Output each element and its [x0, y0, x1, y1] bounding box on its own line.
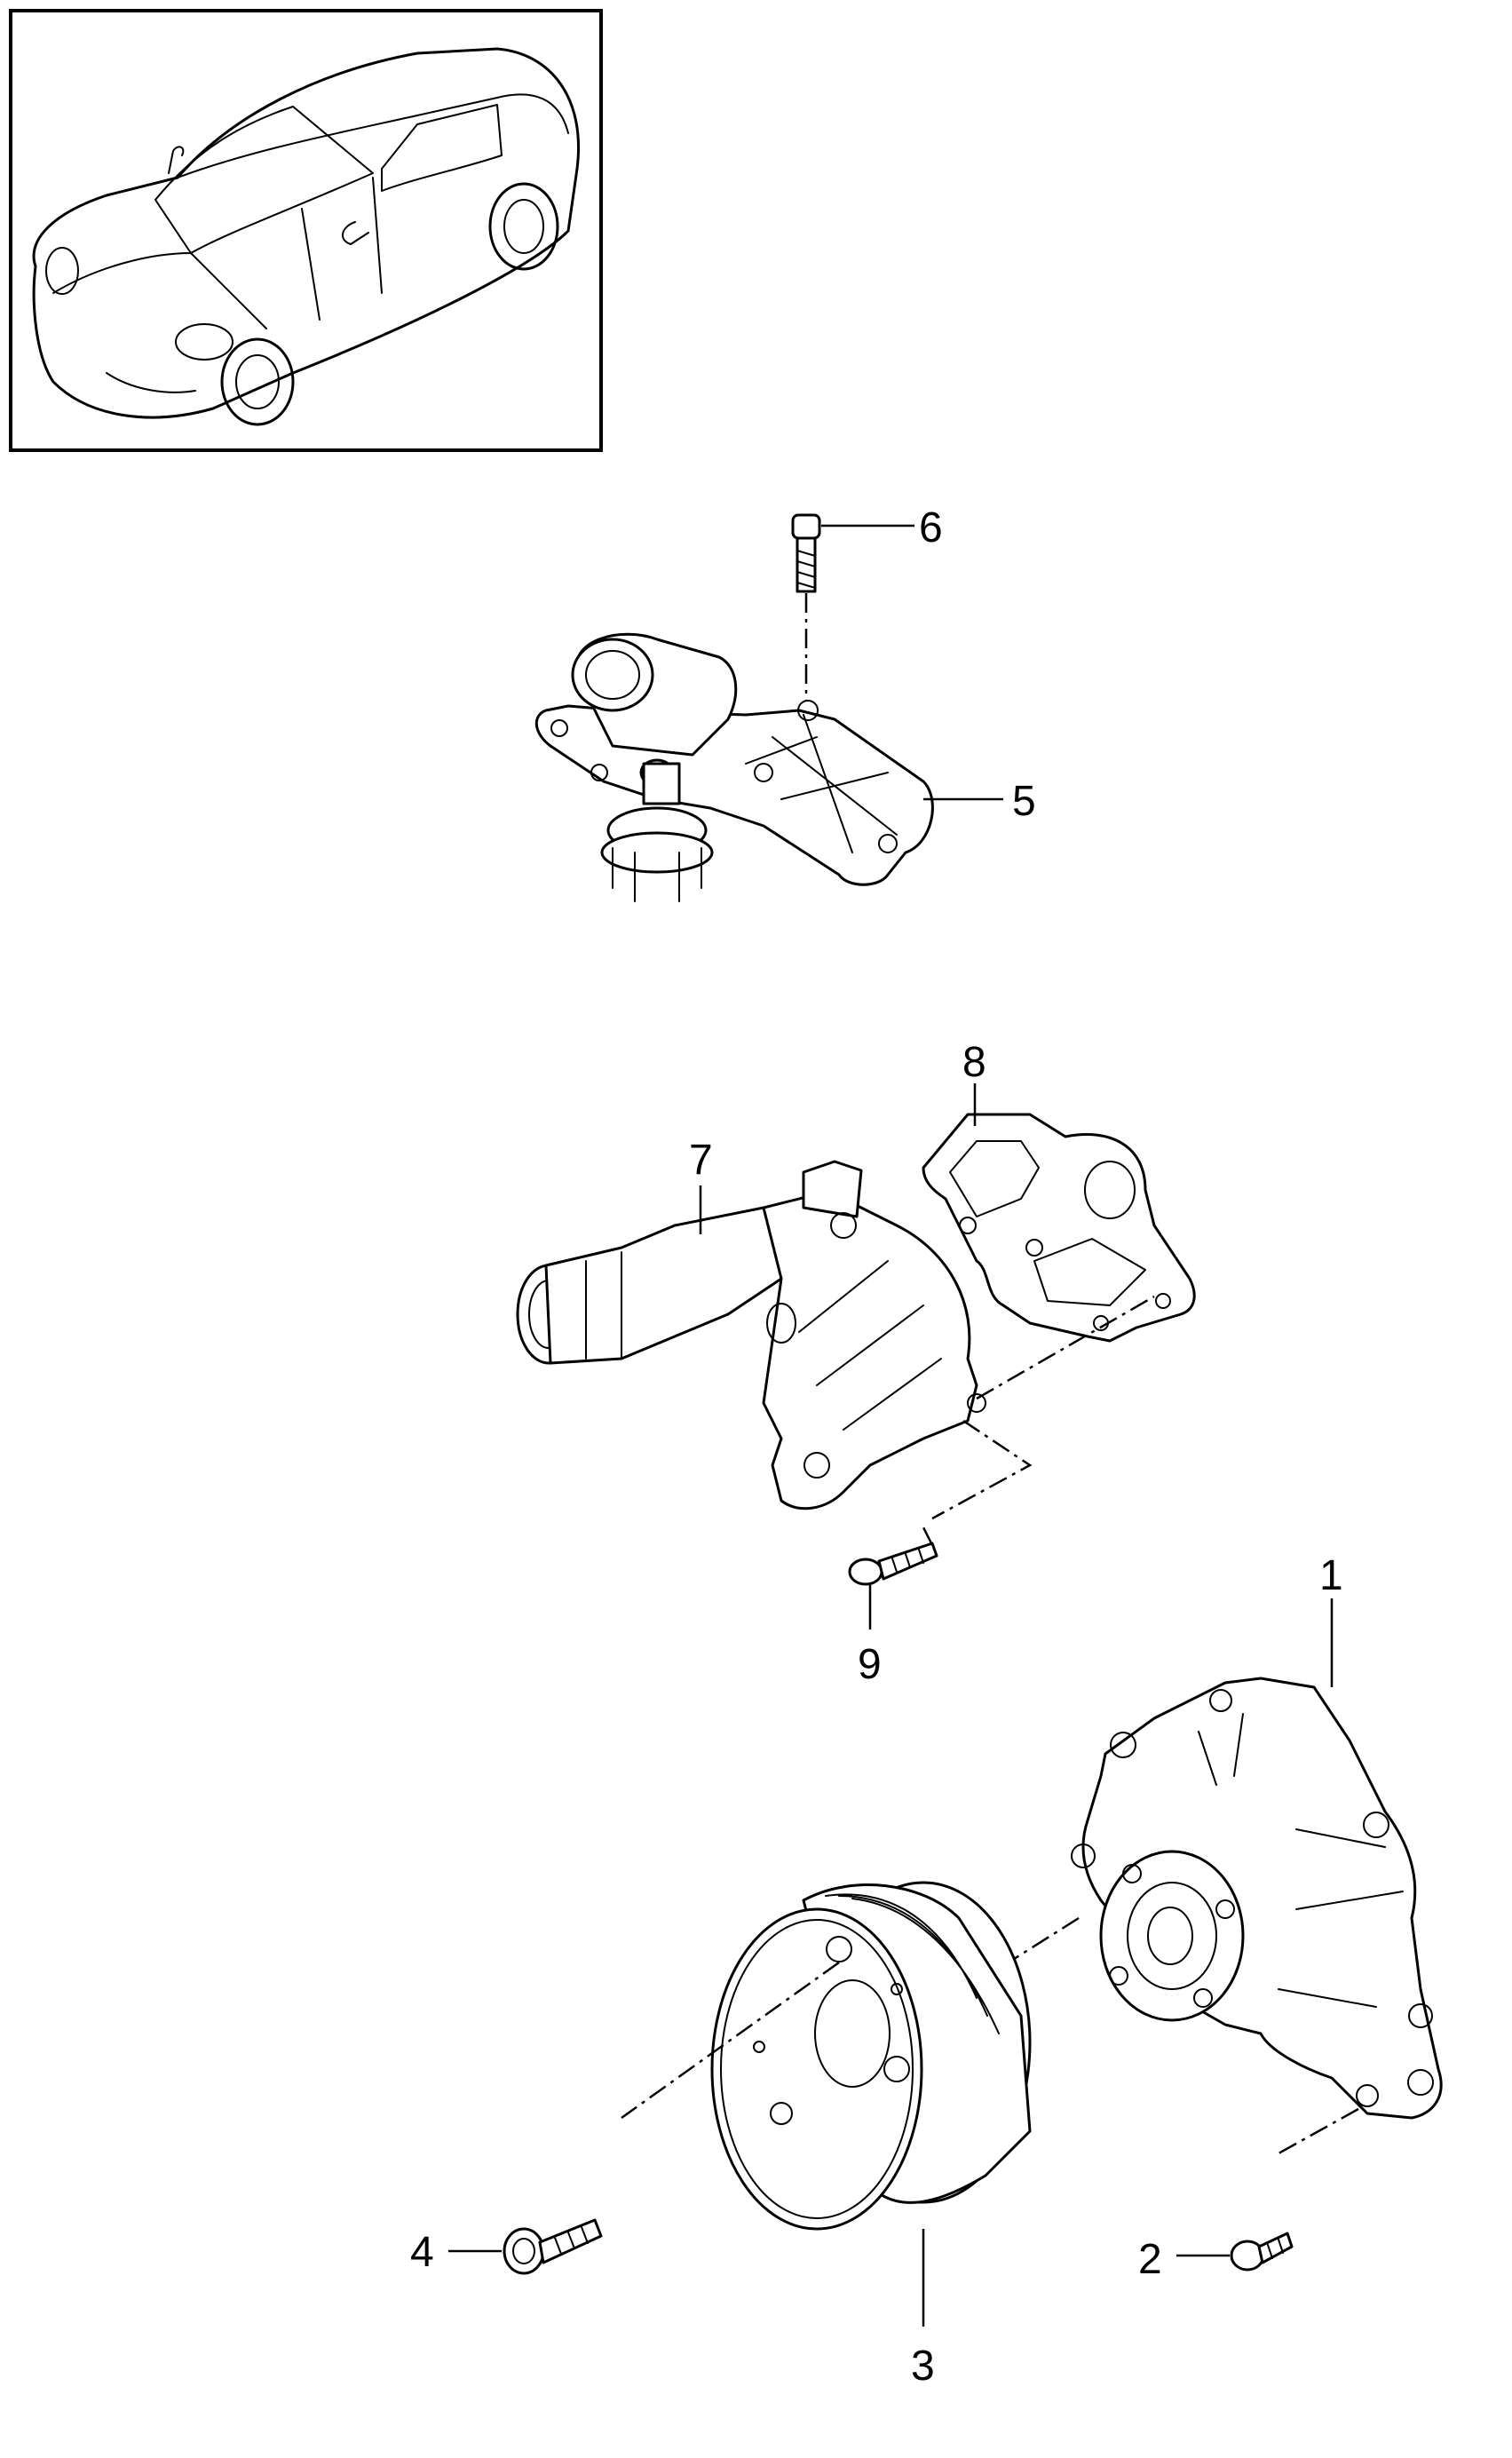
part-1-water-pump — [993, 1598, 1443, 2155]
callout-1: 1 — [1319, 1552, 1343, 1599]
callout-5: 5 — [1012, 778, 1036, 825]
callout-8: 8 — [962, 1039, 986, 1086]
part-7-coolant-pipe — [516, 1160, 1155, 1520]
part-4-bolt — [448, 2218, 603, 2275]
part-6-bolt — [791, 513, 914, 702]
callout-labels: 6 5 8 7 9 1 4 2 3 — [410, 504, 1343, 2390]
callout-3: 3 — [911, 2343, 935, 2390]
callout-9: 9 — [858, 1641, 882, 1688]
callout-4: 4 — [410, 2229, 434, 2276]
part-9-bolt — [848, 1526, 938, 1629]
callout-2: 2 — [1138, 2236, 1162, 2283]
callout-7: 7 — [689, 1137, 713, 1184]
part-8-gasket — [922, 1083, 1196, 1343]
vehicle-thumbnail — [9, 9, 603, 452]
car-illustration — [32, 47, 580, 426]
part-5-thermostat-housing — [534, 632, 1003, 902]
callout-6: 6 — [919, 504, 943, 551]
part-3-pulley — [621, 1881, 1032, 2327]
part-2-bolt — [1176, 2232, 1294, 2272]
